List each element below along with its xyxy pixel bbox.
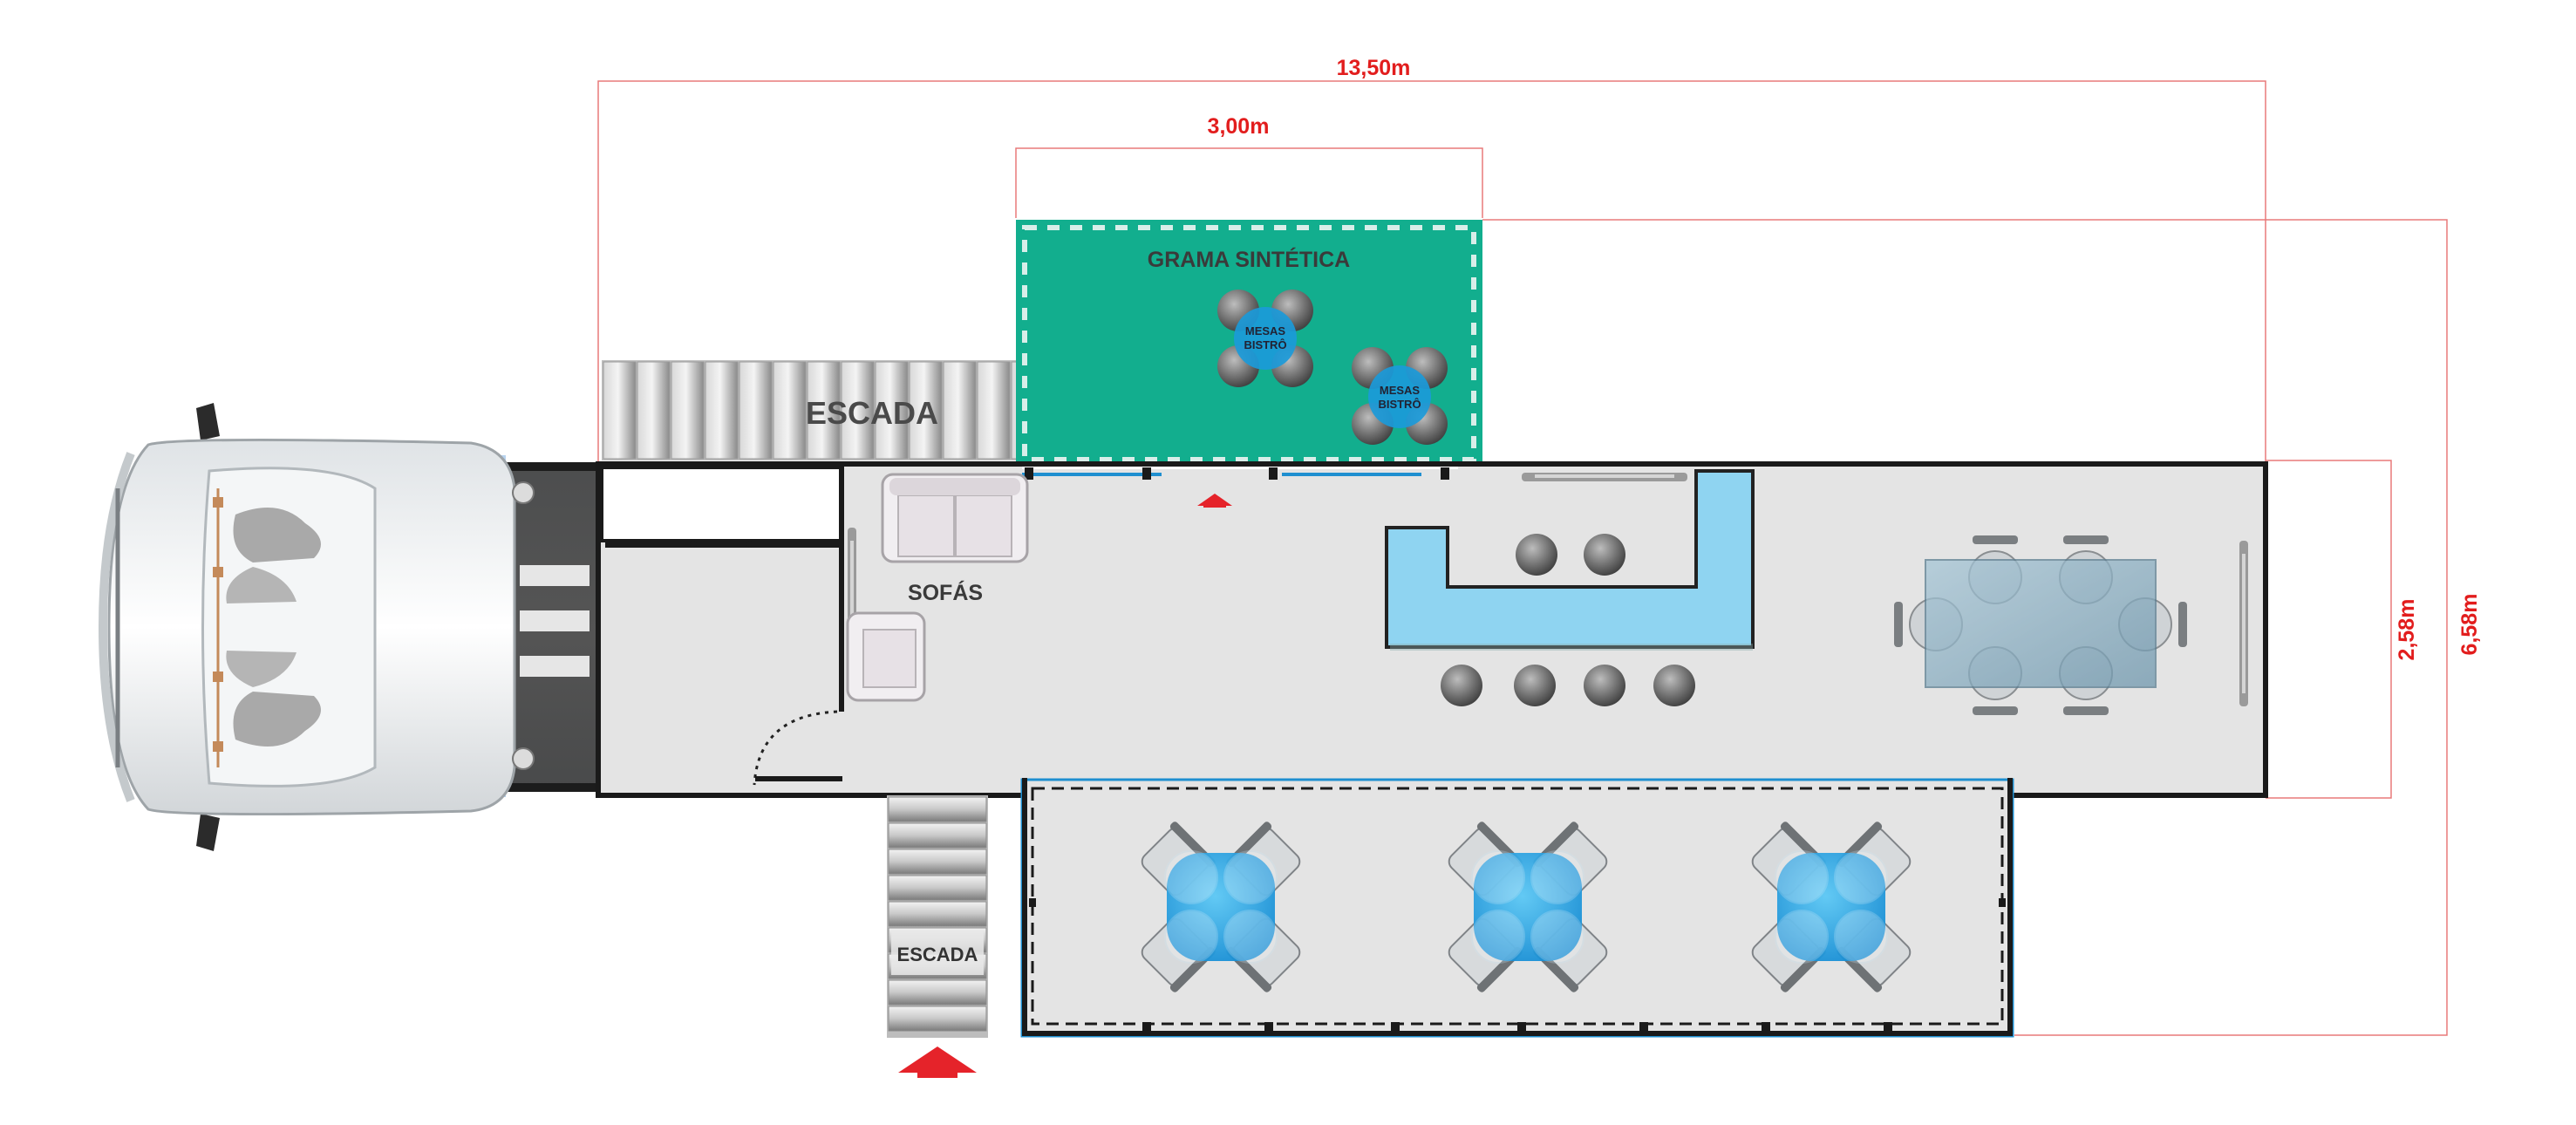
stair-step [888,1006,987,1032]
bar-counter [1385,469,1755,651]
stair-step [603,361,637,460]
stair-step [888,796,987,822]
stair-step [888,822,987,849]
stair-step [943,361,977,460]
bistro-table-1 [1217,290,1313,387]
dim-trailer-width-line [2266,460,2392,799]
stair-step [875,361,909,460]
dim-total-length-label: 13,50m [1337,56,1411,80]
bistro-1-label-line1: MESAS [1245,324,1286,338]
bistro-2-label-line1: MESAS [1380,384,1421,397]
terrace-table-2 [1448,822,1608,992]
stairs-top-label: ESCADA [806,395,938,431]
dim-deck-length-label: 3,00m [1208,114,1270,139]
dining-table [1894,535,2187,715]
bistro-table-2 [1352,347,1448,445]
stair-step [888,875,987,901]
tv-top [1522,473,1687,481]
dim-total-length-line [597,80,2266,471]
tv-right [2239,541,2248,706]
bistro-1-label-line2: BISTRÔ [1244,338,1286,351]
stair-step [773,361,807,460]
armchair [846,611,926,702]
stair-step [637,361,671,460]
stair-step [671,361,705,460]
stair-step [888,979,987,1006]
stair-step [977,361,1011,460]
sofas-label: SOFÁS [908,580,983,605]
stair-step [807,361,841,460]
dim-deck-length-line [1015,147,1483,218]
dim-total-width-line [1482,219,2448,1036]
dimension-lines [597,80,2448,1036]
stair-step [739,361,773,460]
stair-step [909,361,943,460]
bar-stools [1441,534,1695,706]
stair-step [888,901,987,927]
dim-trailer-width-label: 2,58m [2395,599,2419,661]
stair-step [841,361,875,460]
truck-cab [98,403,602,851]
stairs-bottom [887,795,988,1078]
terrace-table-1 [1141,822,1301,992]
stairs-bottom-arrow [898,1047,977,1078]
stair-step [888,849,987,875]
terrace-table-3 [1751,822,1912,992]
grass-label: GRAMA SINTÉTICA [1148,247,1350,272]
bistro-2-label-line2: BISTRÔ [1378,398,1421,411]
stairs-bottom-label: ESCADA [897,944,978,965]
stair-step [705,361,739,460]
sofa-large [881,473,1029,563]
dim-total-width-label: 6,58m [2457,594,2482,656]
